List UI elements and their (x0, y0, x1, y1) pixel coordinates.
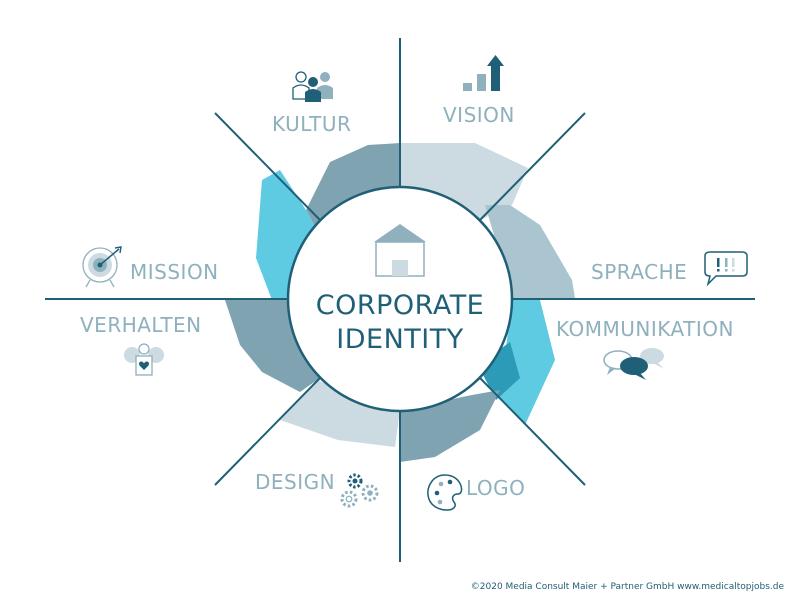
blob-right-deep (478, 342, 520, 400)
house-icon (374, 224, 426, 277)
gears-icon (340, 473, 379, 508)
segment-verhalten: VERHALTEN (80, 313, 202, 376)
divider-diag-top-left (214, 112, 321, 221)
chat-bubbles-icon (603, 348, 664, 380)
segment-label-verhalten: VERHALTEN (80, 313, 202, 337)
segment-label-vision: VISION (443, 103, 515, 127)
divider-diag-top-right (479, 112, 586, 221)
blob-right-cyan (495, 300, 555, 425)
segment-label-kommunikation: KOMMUNIKATION (556, 317, 734, 341)
segment-label-mission: MISSION (130, 260, 219, 284)
segment-logo: LOGO (427, 474, 525, 511)
divider-diag-bottom-left (214, 377, 321, 486)
target-dart-icon (82, 246, 122, 288)
footer-copyright: ©2020 Media Consult Maier + Partner GmbH… (470, 582, 784, 592)
paint-palette-icon (427, 474, 463, 511)
people-group-icon (292, 71, 333, 102)
growth-bar-chart-icon (463, 55, 504, 91)
center-title-line2: IDENTITY (336, 324, 463, 355)
divider-diag-bottom-right (479, 377, 586, 486)
center-title-line1: CORPORATE (316, 290, 485, 321)
segment-design: DESIGN (255, 470, 379, 508)
speech-bubble-exclamation-icon (704, 251, 748, 287)
center-node: CORPORATE IDENTITY (286, 185, 514, 413)
segment-kommunikation: KOMMUNIKATION (556, 317, 734, 380)
center-circle (286, 185, 514, 413)
segment-kultur: KULTUR (272, 71, 351, 136)
blob-bottom-left-light (280, 380, 400, 447)
segment-mission: MISSION (82, 246, 219, 288)
blob-left-cyan (256, 170, 318, 300)
segment-sprache: SPRACHE (591, 251, 748, 287)
segment-label-logo: LOGO (466, 476, 525, 500)
segment-label-kultur: KULTUR (272, 112, 351, 136)
heart-person-icon (124, 343, 164, 376)
segment-label-design: DESIGN (255, 470, 335, 494)
segment-label-sprache: SPRACHE (591, 260, 687, 284)
segment-vision: VISION (443, 55, 515, 127)
